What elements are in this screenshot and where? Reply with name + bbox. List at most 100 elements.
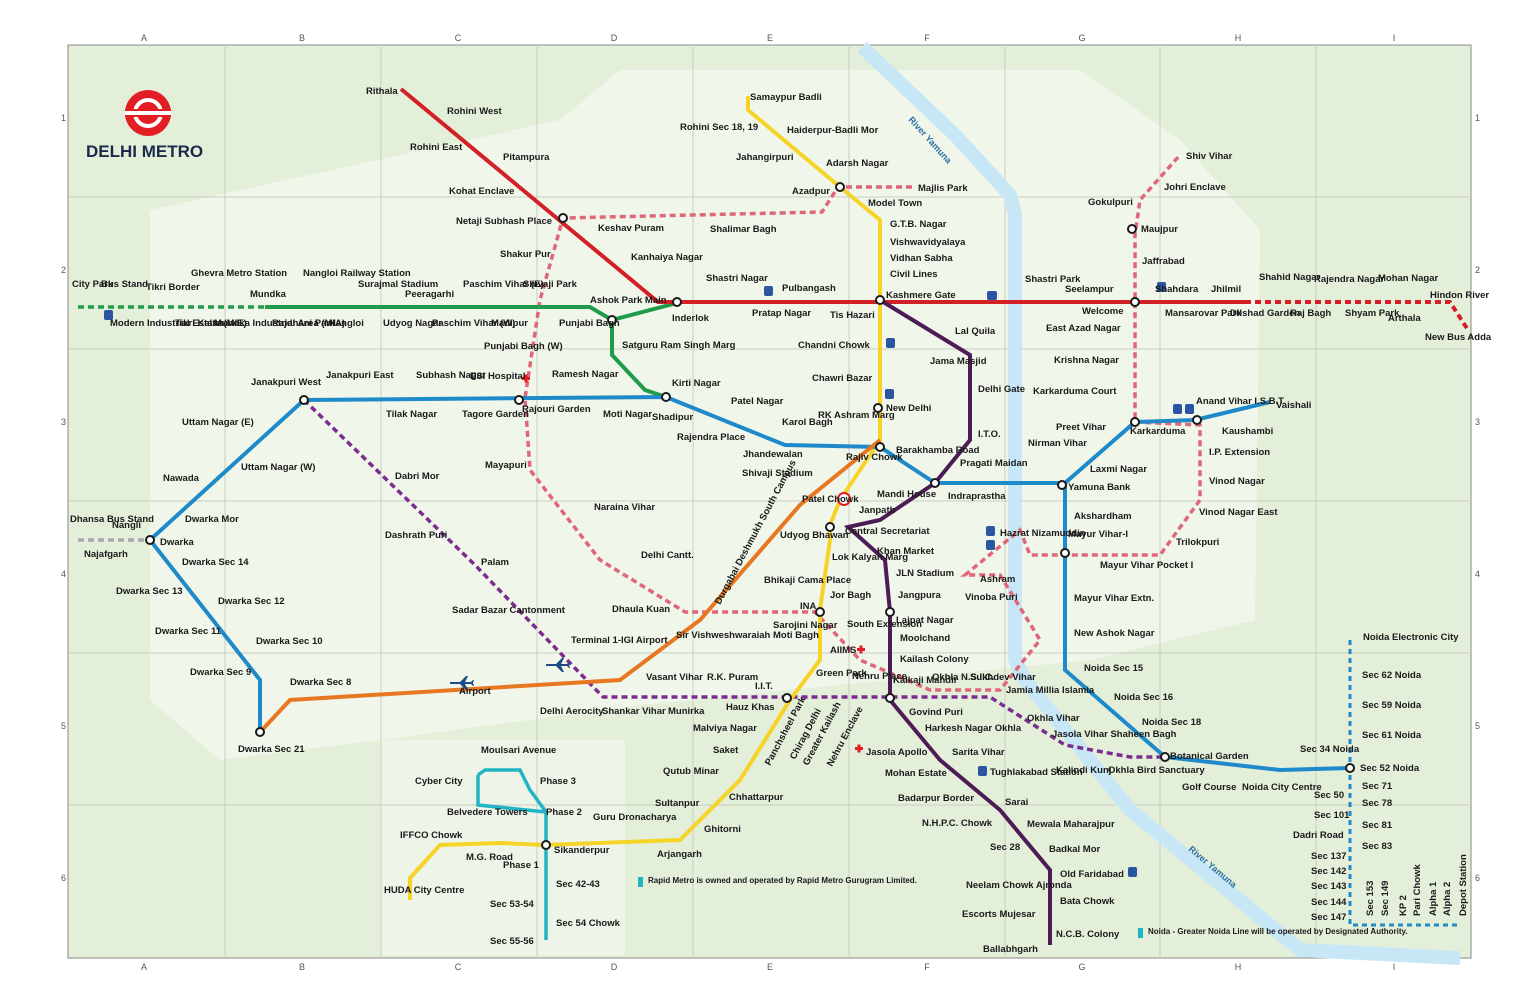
station-label: Old Faridabad (1060, 869, 1124, 880)
station-label: Vidhan Sabha (890, 253, 953, 264)
station-label: Nehru Place (852, 671, 907, 682)
grid-col-bottom: F (924, 962, 930, 972)
station-label: Qutub Minar (663, 766, 719, 777)
station-label: Jangpura (898, 590, 941, 601)
station-label: Shahdara (1155, 284, 1199, 295)
grid-col-top: E (767, 33, 773, 43)
grid-row-right: 4 (1475, 569, 1480, 579)
station-label: Janakpuri East (326, 370, 394, 381)
station-label: Adarsh Nagar (826, 158, 889, 169)
grid-row-left: 4 (61, 569, 66, 579)
station-label: Preet Vihar (1056, 422, 1106, 433)
station-label: Samaypur Badli (750, 92, 822, 103)
grid-row-left: 1 (61, 113, 66, 123)
interchange-node (1192, 415, 1202, 425)
station-label: Model Town (868, 198, 922, 209)
station-label: Pari Chowk (1412, 864, 1423, 916)
station-label: Khan Market (877, 546, 935, 557)
interchange-node (558, 213, 568, 223)
interchange-node (815, 607, 825, 617)
station-label: Noida Electronic City (1363, 632, 1459, 643)
line-magenta (302, 398, 1164, 759)
station-label: Rohini East (410, 142, 463, 153)
station-label: Nangloi Railway Station (303, 268, 411, 279)
station-label: Sarita Vihar (952, 747, 1005, 758)
metro-logo-icon (837, 492, 851, 506)
station-label: Cyber City (415, 776, 463, 787)
station-label: M.G. Road (466, 852, 513, 863)
station-label: Ramesh Nagar (552, 369, 619, 380)
interchange-node (1130, 297, 1140, 307)
station-label: Arjangarh (657, 849, 702, 860)
train-icon (987, 291, 997, 300)
station-label: Depot Station (1458, 854, 1469, 916)
station-label: Yamuna Bank (1068, 482, 1131, 493)
station-label: Delhi Aerocity (540, 706, 604, 717)
station-label: Sec 62 Noida (1362, 670, 1422, 681)
station-label: Sec 52 Noida (1360, 763, 1420, 774)
station-label: Ashram (980, 574, 1015, 585)
station-label: Munirka (668, 706, 705, 717)
station-label: Noida Sec 18 (1142, 717, 1201, 728)
station-label: Noida City Centre (1242, 782, 1322, 793)
interchange-node (782, 693, 792, 703)
station-label: Rajdhani Park (272, 318, 336, 329)
grid-col-top: G (1078, 33, 1085, 43)
station-label: Pragati Maidan (960, 458, 1028, 469)
delhi-metro-logo: DELHI METRO (86, 90, 203, 161)
station-label: Sec 144 (1311, 897, 1347, 908)
station-label: Shivaji Stadium (742, 468, 813, 479)
station-label: Paschim Vihar (W) (432, 318, 515, 329)
line-aqua-dashed (1289, 640, 1460, 927)
station-label: Sec 101 (1314, 810, 1350, 821)
station-label: Sec 61 Noida (1362, 730, 1422, 741)
grid-col-top: C (455, 33, 462, 43)
station-label: Patel Nagar (731, 396, 784, 407)
interchange-node (299, 395, 309, 405)
station-label: Udyog Bhawan (780, 530, 849, 541)
station-label: Nawada (163, 473, 200, 484)
station-label: Sec 54 Chowk (556, 918, 621, 929)
grid-col-bottom: E (767, 962, 773, 972)
train-icon (764, 286, 773, 296)
note-noida-line: Noida - Greater Noida Line will be opera… (1148, 927, 1408, 936)
station-label: Seelampur (1065, 284, 1114, 295)
grid-col-top: H (1235, 33, 1242, 43)
interchange-node (541, 840, 551, 850)
line-blue (147, 394, 1271, 732)
grid-col-bottom: B (299, 962, 305, 972)
station-label: Pratap Nagar (752, 308, 811, 319)
line-orange (260, 438, 882, 732)
station-label: East Azad Nagar (1046, 323, 1121, 334)
line-red-ext (1245, 300, 1470, 332)
station-label: Paschim Vihar (E) (463, 279, 544, 290)
station-label: Sarojini Nagar (773, 620, 838, 631)
station-label: Ballabhgarh (983, 944, 1038, 955)
station-label: Johri Enclave (1164, 182, 1226, 193)
interchange-node (835, 182, 845, 192)
train-icon (986, 526, 995, 550)
station-label: I.I.T. (755, 681, 773, 692)
station-label: Naraina Vihar (594, 502, 655, 513)
station-label: Shadipur (652, 412, 693, 423)
station-label: Vishwavidyalaya (890, 237, 966, 248)
station-label: Mayapuri (485, 460, 527, 471)
station-label: Janpath (859, 505, 896, 516)
interchange-node (1160, 752, 1170, 762)
station-label: Shalimar Bagh (710, 224, 777, 235)
interchange-node (1345, 763, 1355, 773)
station-label: Nangloi (329, 318, 364, 329)
station-label: Alpha 1 (1428, 881, 1439, 916)
station-label: Subhash Nagar (416, 370, 486, 381)
station-label: Phase 3 (540, 776, 576, 787)
station-label: Kohat Enclave (449, 186, 514, 197)
hospital-icon (857, 645, 865, 654)
station-label: Ghitorni (704, 824, 741, 835)
urban-area (150, 70, 1260, 760)
station-label: Vinod Nagar (1209, 476, 1265, 487)
station-label: Moti Nagar (603, 409, 652, 420)
interchange-node (672, 297, 682, 307)
station-label: Kirti Nagar (672, 378, 721, 389)
station-label: Dabri Mor (395, 471, 440, 482)
